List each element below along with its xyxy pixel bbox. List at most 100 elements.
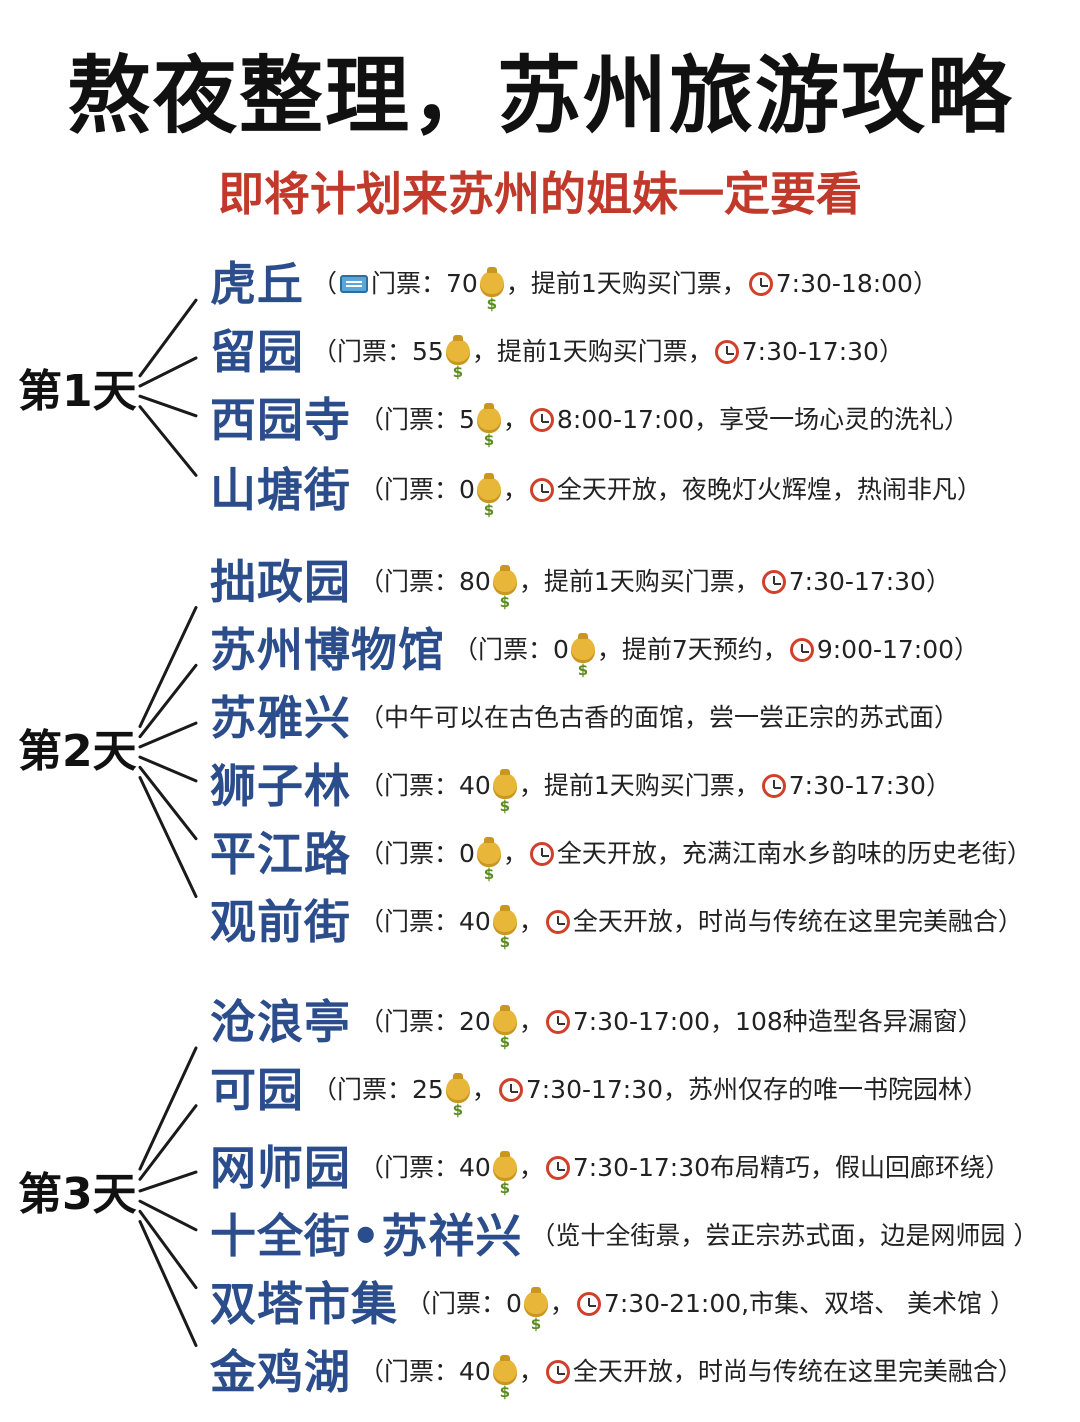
branch-line xyxy=(138,606,198,728)
list-item: 狮子林 （门票：40 ，提前1天购买门票， 7:30-17:30） xyxy=(210,756,951,836)
info-text: （门票：0 xyxy=(453,635,569,664)
money-bag-icon xyxy=(445,1073,470,1140)
attraction-name: 沧浪亭 xyxy=(210,995,351,1049)
ticket-icon xyxy=(340,275,369,293)
info-text: 7:30-21:00,市集、双塔、 美术馆 ） xyxy=(603,1289,1015,1318)
money-bag-icon xyxy=(492,1355,517,1422)
alarm-clock-icon xyxy=(529,478,554,502)
alarm-clock-icon xyxy=(714,340,739,364)
info-text: 门票：70 xyxy=(371,269,478,298)
info-text: ， xyxy=(549,1289,575,1318)
money-bag-icon xyxy=(479,267,504,334)
attraction-name: 狮子林 xyxy=(210,759,351,813)
branch-line xyxy=(138,765,198,841)
money-bag-icon xyxy=(476,403,501,470)
money-bag-icon xyxy=(492,1151,517,1218)
info-text: （门票：0 xyxy=(359,839,475,868)
list-item: 金鸡湖（门票：40，全天开放，时尚与传统在这里完美融合） xyxy=(210,1342,1023,1422)
info-text: （中午可以在古色古香的面馆，尝一尝正宗的苏式面） xyxy=(359,703,960,732)
info-text: ， xyxy=(502,839,528,868)
branch-line xyxy=(138,405,198,477)
attraction-name: 山塘街 xyxy=(210,463,351,517)
branch-line xyxy=(138,776,198,898)
alarm-clock-icon xyxy=(529,408,554,432)
info-text: （门票：40 xyxy=(359,907,491,936)
attraction-name: 平江路 xyxy=(210,827,351,881)
info-text: （门票：25 xyxy=(312,1075,444,1104)
money-bag-icon xyxy=(476,837,501,904)
day-label: 第2天 xyxy=(18,726,137,777)
money-bag-icon xyxy=(476,473,501,540)
info-text: ， xyxy=(518,1357,544,1386)
info-text: ，提前1天购买门票， xyxy=(518,771,760,800)
info-text: ，提前1天购买门票， xyxy=(471,337,713,366)
branch-line xyxy=(138,663,198,739)
alarm-clock-icon xyxy=(545,1156,570,1180)
attraction-info: （门票：40 ， 全天开放，时尚与传统在这里完美融合） xyxy=(359,892,1023,972)
attraction-info: （门票：20，7:30-17:00，108种造型各异漏窗） xyxy=(359,992,983,1072)
info-text: 7:30-17:30布局精巧，假山回廊环绕） xyxy=(572,1153,1011,1182)
attraction-name: 虎丘 xyxy=(210,257,304,311)
info-text: ， xyxy=(518,1153,544,1182)
branch-line xyxy=(138,298,198,378)
info-text: （门票：55 xyxy=(312,337,444,366)
attraction-name: 网师园 xyxy=(210,1141,351,1195)
money-bag-icon xyxy=(445,335,470,402)
info-text: （门票：20 xyxy=(359,1007,491,1036)
info-text: ，提前7天预约， xyxy=(596,635,788,664)
branch-line xyxy=(138,1209,198,1290)
list-item: 十全街•苏祥兴（览十全街景，尝正宗苏式面，边是网师园 ） xyxy=(210,1206,1038,1266)
attraction-info: （门票：0 ， 全天开放，充满江南水乡韵味的历史老街） xyxy=(359,824,1032,904)
attraction-name: 留园 xyxy=(210,325,304,379)
alarm-clock-icon xyxy=(761,774,786,798)
day-label: 第1天 xyxy=(18,366,137,417)
branch-line xyxy=(138,394,198,418)
info-text: （门票：80 xyxy=(359,567,491,596)
attraction-info: （门票：40，全天开放，时尚与传统在这里完美融合） xyxy=(359,1342,1023,1422)
info-text: ， xyxy=(502,405,528,434)
info-text: 全天开放，充满江南水乡韵味的历史老街） xyxy=(556,839,1032,868)
attraction-info: （门票：80，提前1天购买门票，7:30-17:30） xyxy=(359,552,951,632)
info-text: ， xyxy=(518,907,544,936)
branch-line xyxy=(138,1046,198,1171)
money-bag-icon xyxy=(523,1287,548,1354)
info-text: ，提前1天购买门票， xyxy=(505,269,747,298)
attraction-info: （门票：0，全天开放，夜晚灯火辉煌，热闹非凡） xyxy=(359,460,982,540)
info-text: ，提前1天购买门票， xyxy=(518,567,760,596)
attraction-name: 十全街•苏祥兴 xyxy=(210,1209,523,1263)
info-text: 全天开放，时尚与传统在这里完美融合） xyxy=(572,907,1023,936)
info-text: （门票：40 xyxy=(359,1153,491,1182)
alarm-clock-icon xyxy=(498,1078,523,1102)
list-item: 拙政园（门票：80，提前1天购买门票，7:30-17:30） xyxy=(210,552,951,632)
alarm-clock-icon xyxy=(789,638,814,662)
info-text: （门票：40 xyxy=(359,771,491,800)
branch-line xyxy=(138,755,198,783)
list-item: 网师园 （门票：40 ， 7:30-17:30布局精巧，假山回廊环绕） xyxy=(210,1138,1011,1218)
info-text: 8:00-17:00，享受一场心灵的洗礼） xyxy=(556,405,970,434)
money-bag-icon xyxy=(492,565,517,632)
attraction-name: 双塔市集 xyxy=(210,1277,398,1331)
attraction-info: （门票：5 ， 8:00-17:00，享受一场心灵的洗礼） xyxy=(359,390,970,470)
attraction-name: 观前街 xyxy=(210,895,351,949)
list-item: 可园（门票：25，7:30-17:30，苏州仅存的唯一书院园林） xyxy=(210,1060,988,1140)
list-item: 苏州博物馆（门票：0，提前7天预约，9:00-17:00） xyxy=(210,620,979,700)
list-item: 沧浪亭（门票：20，7:30-17:00，108种造型各异漏窗） xyxy=(210,992,983,1072)
attraction-info: （门票：0，提前7天预约，9:00-17:00） xyxy=(453,620,979,700)
info-text: （门票：5 xyxy=(359,405,475,434)
list-item: 山塘街（门票：0，全天开放，夜晚灯火辉煌，热闹非凡） xyxy=(210,460,982,540)
list-item: 观前街 （门票：40 ， 全天开放，时尚与传统在这里完美融合） xyxy=(210,892,1023,972)
info-text: 全天开放，时尚与传统在这里完美融合） xyxy=(572,1357,1023,1386)
info-text: 7:30-17:30） xyxy=(788,771,951,800)
attraction-name: 苏州博物馆 xyxy=(210,623,445,677)
info-text: （门票：0 xyxy=(406,1289,522,1318)
attraction-info: （览十全街景，尝正宗苏式面，边是网师园 ） xyxy=(530,1206,1038,1266)
branch-line xyxy=(138,356,198,388)
attraction-name: 可园 xyxy=(210,1063,304,1117)
alarm-clock-icon xyxy=(545,1010,570,1034)
info-text: 全天开放，夜晚灯火辉煌，热闹非凡） xyxy=(556,475,982,504)
alarm-clock-icon xyxy=(761,570,786,594)
list-item: 双塔市集 （门票：0 ， 7:30-21:00,市集、双塔、 美术馆 ） xyxy=(210,1274,1015,1354)
attraction-name: 西园寺 xyxy=(210,393,351,447)
attraction-info: （中午可以在古色古香的面馆，尝一尝正宗的苏式面） xyxy=(359,688,959,748)
attraction-info: （门票：0 ， 7:30-21:00,市集、双塔、 美术馆 ） xyxy=(406,1274,1015,1354)
